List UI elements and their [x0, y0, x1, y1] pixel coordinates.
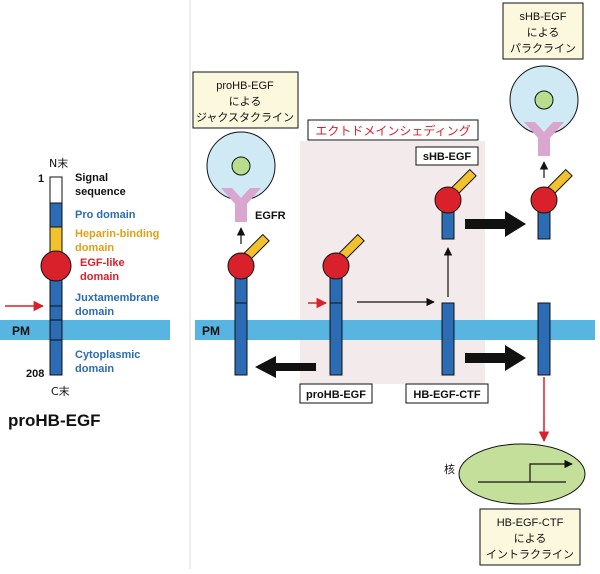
left-pm-label: PM — [12, 324, 30, 338]
thick-arrow-to-juxtacrine — [255, 356, 316, 378]
pro-domain-label: Pro domain — [75, 209, 136, 221]
paracrine-cell-nucleus — [534, 90, 554, 110]
egfr-label: EGFR — [255, 210, 286, 222]
juxtacrine-egf-circle — [227, 252, 255, 280]
signal-sequence-label-1: Signal — [75, 172, 108, 184]
juxtacrine-label-line3: ジャクスタクライン — [196, 111, 294, 124]
heparin-binding-label-1: Heparin-binding — [75, 228, 159, 240]
paracrine-label-box — [502, 2, 584, 60]
cytoplasmic-segment — [49, 339, 63, 376]
transmembrane-segment — [49, 319, 63, 341]
thick-arrow-to-paracrine — [465, 211, 526, 237]
juxtacrine-label-box — [192, 71, 299, 129]
left-plasma-membrane — [0, 320, 170, 340]
intracrine-ctf-stalk — [537, 302, 551, 376]
right-pm-label: PM — [202, 324, 220, 338]
cytoplasmic-label-2: domain — [75, 363, 114, 375]
nucleus-label: 核 — [444, 462, 455, 476]
right-panel: PM proHB-EGF による ジャクスタクライン EGFR エクトドメインシ… — [192, 2, 595, 566]
right-plasma-membrane — [195, 320, 595, 340]
juxtacrine-cell-nucleus — [231, 156, 251, 176]
intracrine-label-line3: イントラクライン — [486, 548, 574, 561]
shb-egf-label: sHB-EGF — [423, 151, 472, 163]
juxtacrine-prohb-stalk — [234, 269, 248, 376]
ctf-label-box — [405, 383, 489, 404]
paracrine-egf-circle — [530, 186, 558, 214]
egf-like-domain-circle — [40, 250, 72, 282]
egfr-receptor — [221, 188, 261, 222]
n-terminus-label: N末 — [49, 156, 68, 170]
ctf-label: HB-EGF-CTF — [413, 389, 480, 401]
paracrine-label-line3: パラクライン — [510, 42, 576, 55]
paracrine-egfr-receptor — [524, 122, 564, 156]
juxtacrine-label-line1: proHB-EGF — [216, 80, 274, 92]
paracrine-label-line2: による — [527, 26, 560, 39]
juxtamembrane-segment — [49, 279, 63, 321]
intracrine-label-line2: による — [514, 532, 547, 545]
shedding-title-box — [307, 119, 479, 141]
pro-domain-segment — [49, 202, 63, 228]
juxtacrine-label-line2: による — [229, 95, 262, 108]
egf-like-label-1: EGF-like — [80, 257, 125, 269]
position-start-label: 1 — [38, 173, 44, 185]
left-panel: PM N末 1 208 C末 Signal sequence Pro domai… — [0, 156, 170, 430]
left-panel-title: proHB-EGF — [8, 411, 101, 430]
heparin-binding-segment — [49, 226, 63, 254]
transcription-start-arrow — [529, 459, 573, 482]
shb-egf-circle — [434, 186, 462, 214]
shb-egf-label-box — [415, 146, 479, 166]
position-end-label: 208 — [26, 368, 44, 380]
egf-like-label-2: domain — [80, 271, 119, 283]
c-terminus-label: C末 — [51, 384, 70, 398]
prohb-egf-stalk — [329, 269, 343, 376]
juxtamembrane-label-2: domain — [75, 306, 114, 318]
shedding-title: エクトドメインシェディング — [315, 123, 470, 138]
juxtamembrane-label-1: Juxtamembrane — [75, 292, 159, 304]
cytoplasmic-label-1: Cytoplasmic — [75, 349, 140, 361]
signal-sequence-label-2: sequence — [75, 186, 126, 198]
ctf-stalk — [441, 302, 455, 376]
signal-sequence-segment — [49, 176, 63, 204]
paracrine-label-line1: sHB-EGF — [519, 11, 566, 23]
prohb-egf-label-box — [299, 383, 373, 404]
prohb-egf-circle — [322, 252, 350, 280]
thick-arrow-to-intracrine — [465, 345, 526, 371]
nucleus — [458, 443, 586, 505]
heparin-binding-label-2: domain — [75, 242, 114, 254]
prohb-egf-label: proHB-EGF — [306, 389, 366, 401]
intracrine-label-box — [479, 508, 581, 566]
intracrine-label-line1: HB-EGF-CTF — [497, 517, 564, 529]
